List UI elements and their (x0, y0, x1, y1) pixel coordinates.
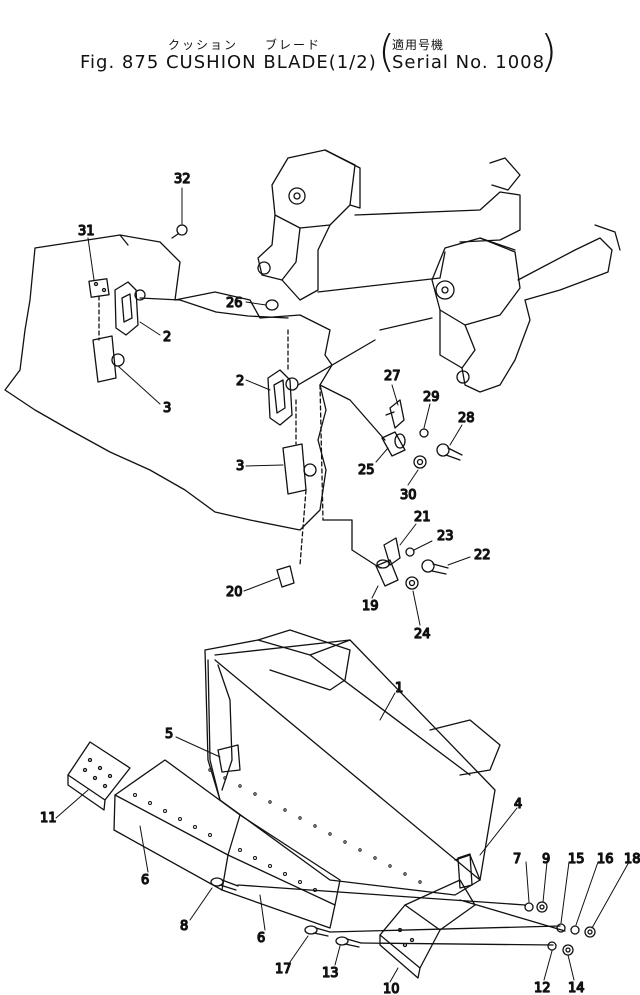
washer-15 (556, 923, 566, 933)
washer-7 (524, 902, 534, 912)
tractor-frame (257, 149, 621, 393)
washer-23 (405, 547, 415, 557)
callout-24: 24 (414, 627, 431, 642)
bracket-right: ) (540, 26, 558, 77)
bushing-26 (265, 299, 279, 311)
bolt-28 (436, 443, 463, 461)
callout-18: 18 (624, 852, 640, 867)
lock-plate-21 (383, 537, 401, 566)
assembly-line-pin (297, 339, 376, 386)
callout-15: 15 (568, 852, 585, 867)
leader-lines (55, 187, 630, 983)
end-bit-11 (67, 741, 131, 811)
bolt-32 (171, 224, 188, 239)
callout-7: 7 (513, 852, 521, 867)
figure-title: Fig. 875 CUSHION BLADE(1/2) (80, 52, 377, 73)
bracket-left: ( (378, 26, 396, 77)
callout-28: 28 (458, 411, 475, 426)
callout-11: 11 (40, 811, 57, 826)
callout-2-center: 2 (236, 374, 244, 389)
callout-2-left: 2 (163, 330, 171, 345)
callout-21: 21 (414, 510, 431, 525)
callout-14: 14 (568, 981, 585, 995)
callout-19: 19 (362, 599, 379, 614)
callout-23: 23 (437, 529, 454, 544)
nut-14 (562, 944, 574, 956)
callout-9: 9 (542, 852, 550, 867)
japanese-title-part-1: クッション (168, 38, 239, 52)
bolt-8 (210, 877, 239, 891)
callout-29: 29 (423, 390, 440, 405)
bushing-20 (276, 565, 295, 588)
callout-16: 16 (597, 852, 614, 867)
washer-12 (547, 941, 557, 951)
callout-6-right: 6 (257, 931, 265, 946)
callout-4: 4 (514, 797, 522, 812)
nut-18 (584, 926, 596, 938)
callout-6-left: 6 (141, 873, 149, 888)
cutting-edge-6 (113, 759, 422, 929)
japanese-title-part-2: ブレード (265, 38, 322, 52)
bolt-axis-lines (237, 884, 566, 946)
callout-8: 8 (180, 919, 188, 934)
callout-17: 17 (275, 962, 292, 977)
pin-25 (381, 431, 406, 457)
pin-19 (375, 559, 399, 587)
assembly-line-solid (139, 297, 289, 319)
callout-1: 1 (395, 681, 403, 696)
end-bit-10 (379, 879, 476, 979)
bolt-22 (421, 559, 449, 575)
assembly-line-pin-3 (322, 519, 381, 569)
lock-plate-27 (385, 399, 405, 429)
japanese-serial-label: 適用号機 (392, 38, 445, 52)
serial-number: Serial No. 1008 (392, 52, 546, 73)
callout-12: 12 (534, 981, 551, 995)
washer-29 (419, 428, 429, 438)
bolt-17 (304, 925, 331, 937)
callout-32: 32 (174, 172, 191, 187)
assembly-lines (98, 295, 324, 566)
callout-31: 31 (78, 224, 95, 239)
washer-16 (570, 925, 580, 935)
end-bit-5 (217, 744, 241, 773)
bracket-2-left (114, 281, 146, 336)
callout-3-left: 3 (163, 401, 171, 416)
callout-20: 20 (226, 585, 243, 600)
callout-25: 25 (358, 463, 375, 478)
nut-24 (405, 576, 419, 590)
callout-27: 27 (384, 369, 401, 384)
bracket-2-center (267, 369, 299, 426)
callout-numbers: 32 31 26 2 3 2 27 29 28 25 30 3 21 23 22… (39, 171, 640, 995)
blade-body-1 (204, 629, 501, 896)
block-3-left (92, 335, 125, 383)
callout-10: 10 (383, 982, 400, 995)
callout-5: 5 (165, 727, 173, 742)
bolt-13 (335, 936, 362, 948)
callout-13: 13 (322, 966, 339, 981)
nut-30 (413, 455, 427, 469)
callout-3-center: 3 (236, 459, 244, 474)
callout-30: 30 (400, 488, 417, 503)
block-3-center (282, 443, 317, 495)
nut-9 (536, 901, 548, 913)
callout-26: 26 (226, 296, 243, 311)
end-bit-4 (457, 853, 473, 889)
callout-22: 22 (474, 548, 491, 563)
assembly-line-pin-2 (319, 384, 386, 441)
cushion-pad-plate (88, 278, 110, 298)
